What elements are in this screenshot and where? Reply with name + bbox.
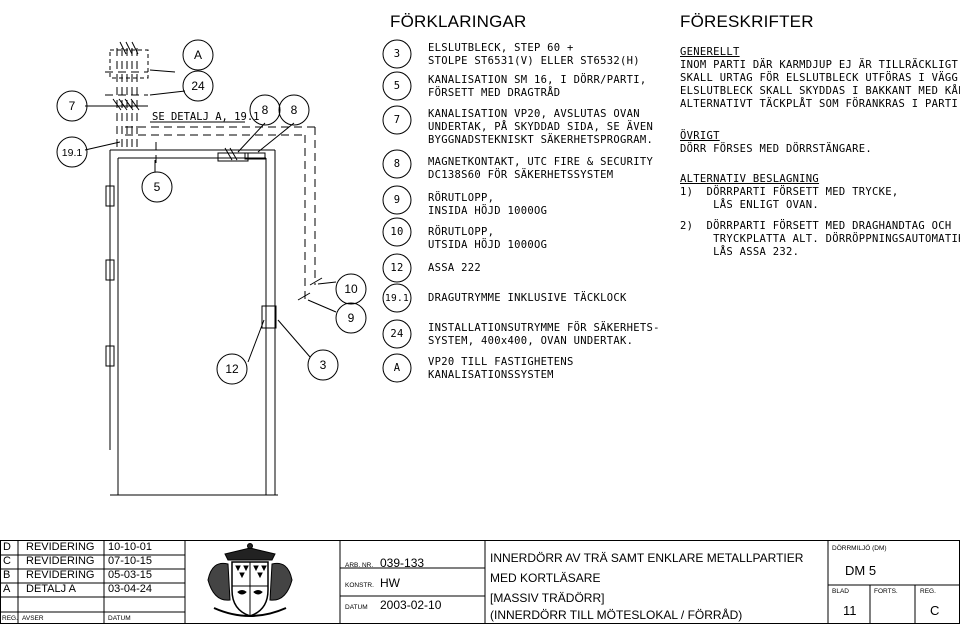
callout-9: 9 — [348, 311, 355, 325]
rev-header-reg: REG. — [2, 615, 18, 622]
rev-c-text: REVIDERING — [26, 555, 95, 567]
callout-12: 12 — [225, 362, 239, 376]
dm-label: DÖRRMILJÖ (DM) — [832, 545, 887, 552]
rev-b-code: B — [3, 569, 11, 581]
heading-explanations: FÖRKLARINGAR — [390, 12, 527, 31]
drawing-title: INNERDÖRR AV TRÄ SAMT ENKLARE METALLPART… — [490, 551, 804, 622]
dm-value: DM 5 — [845, 563, 877, 578]
datum-label: DATUM — [345, 604, 368, 611]
rev-a-text: DETALJ A — [26, 583, 76, 595]
rev-d-text: REVIDERING — [26, 541, 95, 553]
regulations-other: ÖVRIGT DÖRR FÖRSES MED DÖRRSTÄNGARE. — [680, 130, 873, 155]
rev-b-text: REVIDERING — [26, 569, 95, 581]
rev-c-date: 07-10-15 — [108, 555, 153, 567]
reg-value: C — [930, 603, 940, 618]
legend-key-circles — [382, 39, 412, 383]
forts-label: FORTS. — [874, 588, 898, 595]
legend-key-12: 12 — [390, 262, 404, 274]
regulations-alt: ALTERNATIV BESLAGNING 1) DÖRRPARTI FÖRSE… — [680, 173, 960, 259]
rev-d-date: 10-10-01 — [108, 541, 153, 553]
other-title: ÖVRIGT — [680, 130, 720, 142]
regulations-general: GENERELLT INOM PARTI DÄR KARMDJUP EJ ÄR … — [680, 46, 960, 111]
detail-reference-label: SE DETALJ A, 19.1 — [152, 111, 259, 123]
rev-header-avser: AVSER — [22, 615, 44, 622]
callout-7: 7 — [69, 99, 76, 113]
legend-key-9: 9 — [393, 194, 401, 206]
legend-key-19-1: 19.1 — [384, 293, 410, 304]
datum-value: 2003-02-10 — [380, 598, 442, 612]
rev-a-code: A — [3, 583, 11, 595]
legend-key-10: 10 — [390, 226, 404, 238]
title-block-grid — [0, 540, 960, 624]
heading-regulations: FÖRESKRIFTER — [680, 12, 814, 31]
legend-text-9: RÖRUTLOPP,INSIDA HÖJD 1000OG — [428, 192, 548, 217]
legend-key-3: 3 — [393, 48, 401, 60]
rev-d-code: D — [3, 541, 11, 553]
alt-title: ALTERNATIV BESLAGNING — [680, 173, 820, 185]
legend-text-10: RÖRUTLOPP,UTSIDA HÖJD 1000OG — [428, 226, 548, 251]
rev-c-code: C — [3, 555, 11, 567]
callout-10: 10 — [344, 282, 358, 296]
arb-nr-value: 039-133 — [380, 556, 425, 570]
legend-text-19-1: DRAGUTRYMME INKLUSIVE TÄCKLOCK — [428, 292, 627, 304]
legend-text-24: INSTALLATIONSUTRYMME FÖR SÄKERHETS-SYSTE… — [428, 322, 660, 347]
konstr-value: HW — [380, 576, 400, 590]
callout-8-left: 8 — [262, 103, 269, 117]
coat-of-arms-emblem — [196, 542, 334, 622]
general-title: GENERELLT — [680, 46, 740, 58]
konstr-label: KONSTR. — [345, 582, 374, 589]
reg-label: REG. — [920, 588, 936, 595]
legend-key-5: 5 — [393, 80, 401, 92]
callout-24: 24 — [191, 79, 205, 93]
legend-key-a: A — [393, 362, 401, 374]
arb-nr-label: ARB. NR. — [345, 562, 374, 569]
rev-a-date: 03-04-24 — [108, 583, 153, 595]
rev-b-date: 05-03-15 — [108, 569, 153, 581]
callout-a: A — [194, 48, 202, 62]
callout-3: 3 — [320, 358, 327, 372]
legend-text-5: KANALISATION SM 16, I DÖRR/PARTI,FÖRSETT… — [428, 74, 647, 99]
callout-5: 5 — [154, 180, 161, 194]
callout-19-1: 19.1 — [62, 147, 83, 159]
legend-text-12: ASSA 222 — [428, 262, 481, 274]
rev-header-datum: DATUM — [108, 615, 131, 622]
callout-8-right: 8 — [291, 103, 298, 117]
legend-text-3: ELSLUTBLECK, STEP 60 +STOLPE ST6531(V) E… — [428, 42, 640, 67]
legend-key-8: 8 — [393, 158, 401, 170]
door-drawing: A 24 7 19.1 5 8 8 10 9 12 3 SE DETALJ A,… — [56, 39, 367, 496]
legend-key-7: 7 — [393, 114, 401, 126]
legend-key-24: 24 — [390, 328, 404, 340]
blad-label: BLAD — [832, 588, 849, 595]
blad-value: 11 — [843, 603, 857, 618]
